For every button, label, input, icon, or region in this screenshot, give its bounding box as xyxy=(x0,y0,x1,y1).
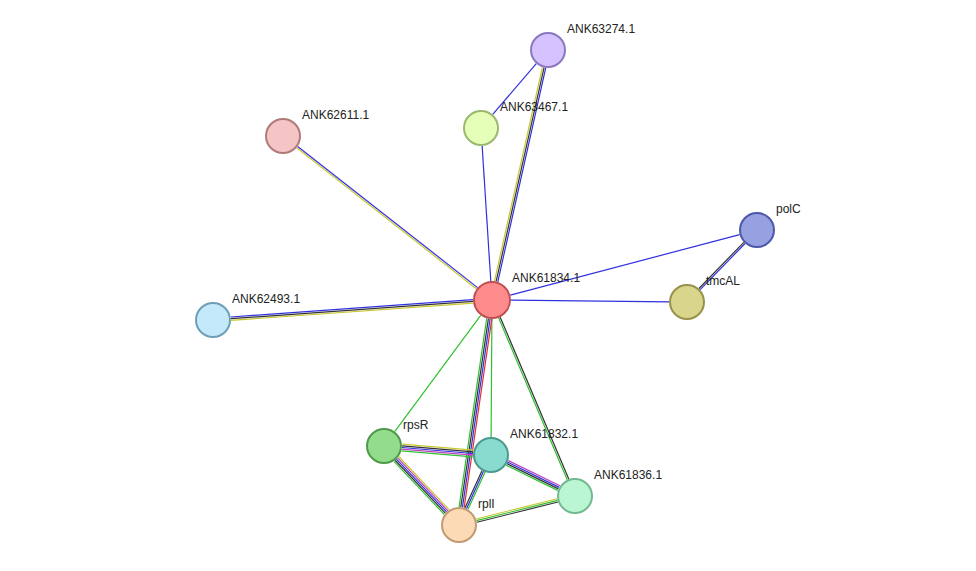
evidence-line xyxy=(482,146,491,281)
protein-node: rpsR xyxy=(366,428,402,464)
evidence-line xyxy=(699,242,744,288)
protein-node: tmcAL xyxy=(669,284,705,320)
interaction-edge xyxy=(395,315,481,431)
interaction-edge xyxy=(699,242,745,289)
evidence-line xyxy=(297,148,477,289)
evidence-line xyxy=(506,465,558,490)
evidence-line xyxy=(507,464,559,489)
evidence-line xyxy=(500,317,569,479)
protein-label: ANK61836.1 xyxy=(594,468,662,482)
interaction-edge xyxy=(510,235,739,296)
interaction-edge xyxy=(511,300,669,302)
interaction-edge xyxy=(499,317,569,480)
evidence-line xyxy=(398,458,448,511)
interaction-edge xyxy=(402,444,474,457)
interaction-edge xyxy=(506,461,560,491)
evidence-line xyxy=(402,451,473,457)
evidence-line xyxy=(496,68,544,282)
protein-node: polC xyxy=(739,212,775,248)
evidence-line xyxy=(394,461,444,514)
evidence-line xyxy=(508,462,560,487)
interaction-edge xyxy=(297,146,478,288)
evidence-line xyxy=(395,460,445,513)
protein-node: ANK63274.1 xyxy=(530,32,566,68)
protein-label: rpsR xyxy=(403,418,428,432)
protein-node: ANK63467.1 xyxy=(463,110,499,146)
protein-node: ANK61832.1 xyxy=(473,437,509,473)
evidence-line xyxy=(491,319,493,437)
evidence-line xyxy=(700,243,745,289)
evidence-line xyxy=(461,319,489,507)
evidence-line xyxy=(399,457,449,510)
protein-label: tmcAL xyxy=(706,274,740,288)
evidence-line xyxy=(395,315,481,431)
evidence-line xyxy=(462,319,490,507)
protein-label: ANK63274.1 xyxy=(567,22,635,36)
protein-label: polC xyxy=(776,202,801,216)
protein-label: ANK62493.1 xyxy=(232,292,300,306)
protein-label: ANK63467.1 xyxy=(500,100,568,114)
protein-node: rplI xyxy=(441,507,477,543)
evidence-line xyxy=(510,235,739,296)
protein-node: ANK61836.1 xyxy=(557,478,593,514)
evidence-line xyxy=(508,461,560,486)
evidence-line xyxy=(464,319,492,507)
protein-label: ANK62611.1 xyxy=(302,108,369,122)
interaction-edge xyxy=(459,318,492,507)
evidence-line xyxy=(396,459,446,512)
interaction-edge xyxy=(394,457,449,515)
protein-label: ANK61834.1 xyxy=(512,271,580,285)
protein-label: rplI xyxy=(478,497,495,511)
interaction-edge xyxy=(494,67,545,282)
protein-node: ANK62493.1 xyxy=(195,302,231,338)
protein-node: ANK61834.1 xyxy=(473,281,511,319)
evidence-line xyxy=(511,300,669,302)
interaction-edge xyxy=(491,319,493,437)
interaction-edge xyxy=(482,146,491,281)
protein-label: ANK61832.1 xyxy=(510,427,578,441)
protein-node: ANK62611.1 xyxy=(265,118,301,154)
evidence-line xyxy=(494,67,542,281)
evidence-line xyxy=(298,146,478,287)
